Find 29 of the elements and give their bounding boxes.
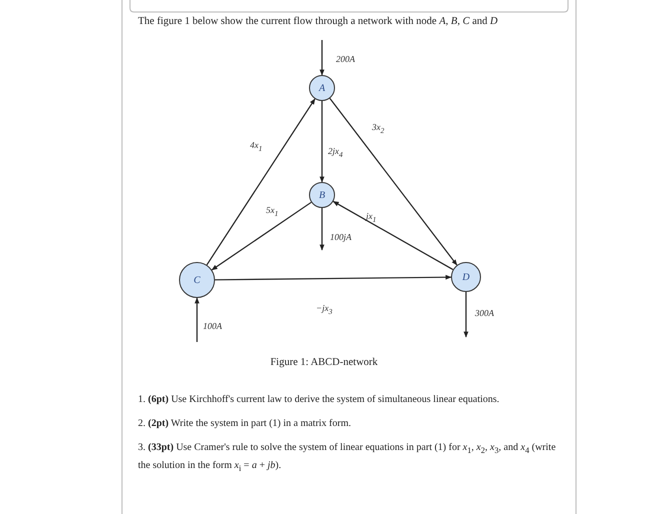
title: The figure 1 below show the current flow through a network with node A, B, C and D xyxy=(138,16,498,27)
node-circle: B xyxy=(309,182,335,208)
arrow xyxy=(332,200,454,270)
edge-label: 200A xyxy=(336,54,355,64)
arrow xyxy=(320,101,324,183)
arrow xyxy=(329,98,458,266)
edge-label: 5x$_{1}$ xyxy=(266,205,278,218)
arrow xyxy=(211,202,312,270)
arrow xyxy=(320,208,324,251)
edge-label: 3x$_{2}$ xyxy=(372,122,384,135)
node-circle: D xyxy=(451,262,481,292)
edge-label: 100jA xyxy=(330,232,352,242)
arrow xyxy=(464,292,468,338)
question-text: 3. (33pt) Use Cramer's rule to solve the system of linear equations in part (1) for x$_{1}$, x$_{2}$, x$_{3}$, and x$_{4}$ (write the solution in the form x$_{i}$ = a + jb). xyxy=(138,441,557,475)
arrow xyxy=(320,40,324,76)
arrow xyxy=(194,297,200,342)
edge-label: −jx$_{3}$ xyxy=(316,303,332,316)
node-circle: A xyxy=(309,75,335,101)
caption: Figure 1: ABCD-network xyxy=(270,357,378,368)
edge-label: 4x$_{1}$ xyxy=(250,140,262,153)
question-text: 1. (6pt) Use Kirchhoff's current law to derive the system of simultaneous linear equations. xyxy=(138,393,500,407)
edge-label: 300A xyxy=(475,308,494,318)
edge-label: 100A xyxy=(203,321,222,331)
question-text: 2. (2pt) Write the system in part (1) in a matrix form. xyxy=(138,417,352,431)
arrow xyxy=(206,98,316,266)
node-circle: C xyxy=(179,262,215,298)
edge-label: jx$_{1}$ xyxy=(366,211,376,224)
arrow xyxy=(215,274,452,280)
edge-label: 2jx$_{4}$ xyxy=(328,146,343,159)
